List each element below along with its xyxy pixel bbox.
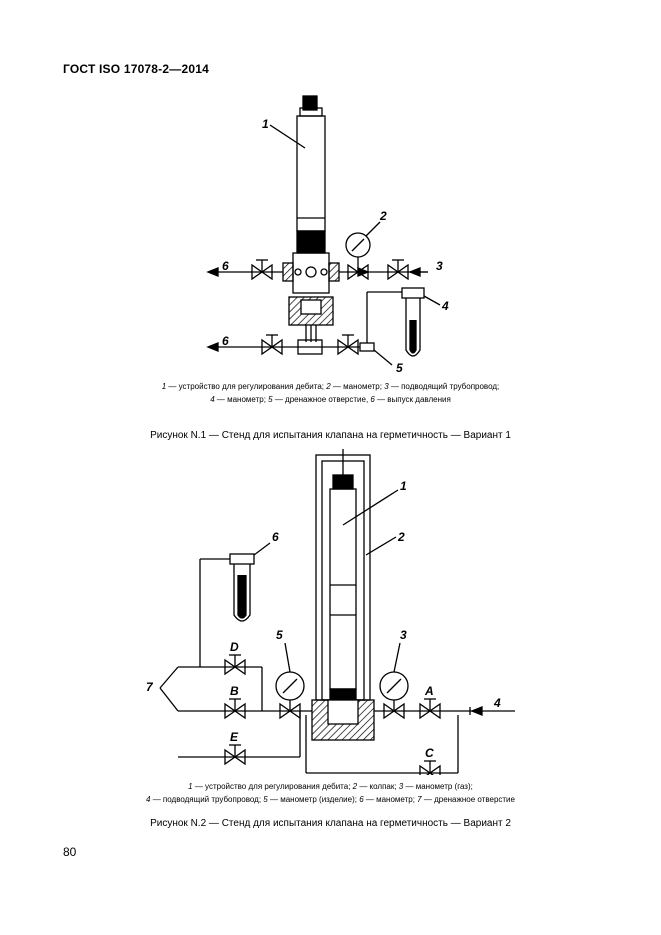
fig2-label-B: B xyxy=(230,684,239,698)
legend-num: 1 xyxy=(161,382,167,391)
fig2-label-4: 4 xyxy=(493,696,501,710)
legend-text: — манометр (газ); xyxy=(403,782,473,791)
legend-num: 6 xyxy=(359,795,364,804)
legend-text: — манометр (изделие); xyxy=(267,795,360,804)
figure-1-diagram: 1 2 3 4 5 6 6 xyxy=(206,95,449,375)
figure-2-diagram: 1 2 3 4 5 6 7 A B C D E xyxy=(146,449,515,775)
legend-num: 4 xyxy=(210,395,215,404)
legend-text: — устройство для регулирования дебита; xyxy=(192,782,353,791)
legend-num: 3 xyxy=(384,382,389,391)
fig2-label-E: E xyxy=(230,730,239,744)
fig1-label-4: 4 xyxy=(441,299,449,313)
fig2-label-7: 7 xyxy=(146,680,154,694)
legend-num: 7 xyxy=(417,795,422,804)
fig2-label-A: A xyxy=(424,684,434,698)
fig1-label-3: 3 xyxy=(436,259,443,273)
legend-text: — подводящий трубопровод; xyxy=(388,382,500,391)
legend-num: 5 xyxy=(268,395,273,404)
legend-text: — манометр; xyxy=(214,395,269,404)
fig2-label-6: 6 xyxy=(272,530,279,544)
legend-text: — подводящий трубопровод; xyxy=(150,795,264,804)
legend-num: 1 xyxy=(188,782,193,791)
legend-num: 2 xyxy=(352,782,358,791)
fig1-label-6b: 6 xyxy=(222,334,229,348)
figure-1-legend-line-1: 1 — устройство для регулирования дебита;… xyxy=(0,380,661,393)
legend-text: — дренажное отверстие, xyxy=(272,395,371,404)
fig1-label-1: 1 xyxy=(262,117,269,131)
legend-num: 5 xyxy=(263,795,268,804)
fig1-label-5: 5 xyxy=(396,361,403,375)
figure-2-legend-line-1: 1 — устройство для регулирования дебита;… xyxy=(0,780,661,793)
figure-1-legend: 1 — устройство для регулирования дебита;… xyxy=(0,380,661,406)
legend-text: — манометр; xyxy=(330,382,385,391)
figure-2-caption: Рисунок N.2 — Стенд для испытания клапан… xyxy=(150,818,511,829)
figure-1-caption: Рисунок N.1 — Стенд для испытания клапан… xyxy=(150,430,511,441)
fig2-label-D: D xyxy=(230,640,239,654)
fig1-label-2: 2 xyxy=(379,209,387,223)
legend-text: — выпуск давления xyxy=(374,395,451,404)
fig2-label-2: 2 xyxy=(397,530,405,544)
legend-text: — колпак; xyxy=(357,782,399,791)
legend-num: 6 xyxy=(370,395,375,404)
legend-num: 2 xyxy=(326,382,331,391)
fig2-label-1: 1 xyxy=(400,479,407,493)
legend-num: 3 xyxy=(398,782,404,791)
page-number: 80 xyxy=(63,845,77,859)
legend-text: — устройство для регулирования дебита; xyxy=(166,382,327,391)
fig1-label-6a: 6 xyxy=(222,259,229,273)
figure-2-legend: 1 — устройство для регулирования дебита;… xyxy=(0,780,661,806)
legend-text: — дренажное отверстие xyxy=(421,795,515,804)
fig2-label-3: 3 xyxy=(400,628,407,642)
legend-num: 4 xyxy=(146,795,151,804)
figure-2-legend-line-2: 4 — подводящий трубопровод; 5 — манометр… xyxy=(0,793,661,806)
figure-1-legend-line-2: 4 — манометр; 5 — дренажное отверстие, 6… xyxy=(0,393,661,406)
fig2-label-C: C xyxy=(425,746,434,760)
fig2-label-5: 5 xyxy=(276,628,283,642)
legend-text: — манометр; xyxy=(363,795,418,804)
document-header: ГОСТ ISO 17078-2—2014 xyxy=(63,62,209,76)
